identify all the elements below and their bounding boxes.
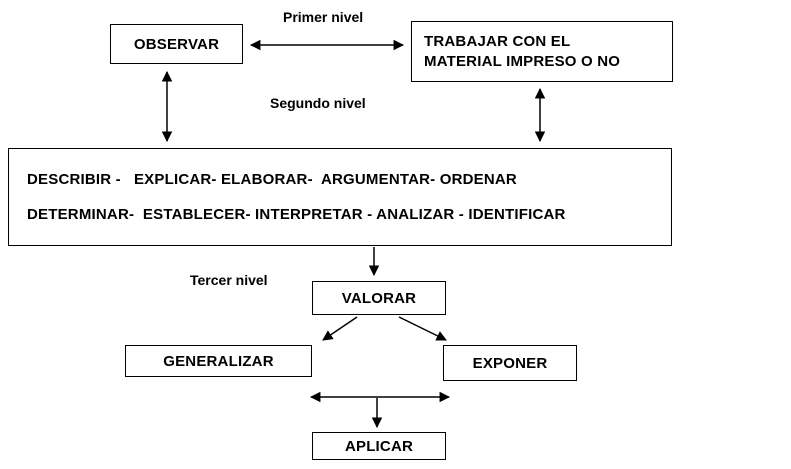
label-segundo-nivel: Segundo nivel [270, 95, 366, 111]
node-trabajar-line1: TRABAJAR CON EL [424, 32, 571, 50]
node-aplicar-label: APLICAR [344, 437, 414, 455]
node-observar-label: OBSERVAR [133, 35, 220, 53]
node-aplicar: APLICAR [312, 432, 446, 460]
node-observar: OBSERVAR [110, 24, 243, 64]
label-tercer-nivel: Tercer nivel [190, 272, 268, 288]
arrow-valorar-generalizar [322, 316, 358, 341]
node-trabajar: TRABAJAR CON EL MATERIAL IMPRESO O NO [411, 21, 673, 82]
label-primer-nivel: Primer nivel [283, 9, 364, 25]
node-generalizar-label: GENERALIZAR [163, 352, 274, 370]
node-skills: DESCRIBIR - EXPLICAR- ELABORAR- ARGUMENT… [8, 148, 672, 246]
node-exponer: EXPONER [443, 345, 577, 381]
node-valorar: VALORAR [312, 281, 446, 315]
node-valorar-label: VALORAR [341, 289, 417, 307]
node-skills-line1: DESCRIBIR - EXPLICAR- ELABORAR- ARGUMENT… [27, 171, 517, 188]
arrow-valorar-exponer [398, 316, 447, 341]
node-skills-line2: DETERMINAR- ESTABLECER- INTERPRETAR - AN… [27, 206, 566, 223]
node-generalizar: GENERALIZAR [125, 345, 312, 377]
node-trabajar-line2: MATERIAL IMPRESO O NO [424, 52, 621, 70]
node-exponer-label: EXPONER [472, 354, 548, 372]
